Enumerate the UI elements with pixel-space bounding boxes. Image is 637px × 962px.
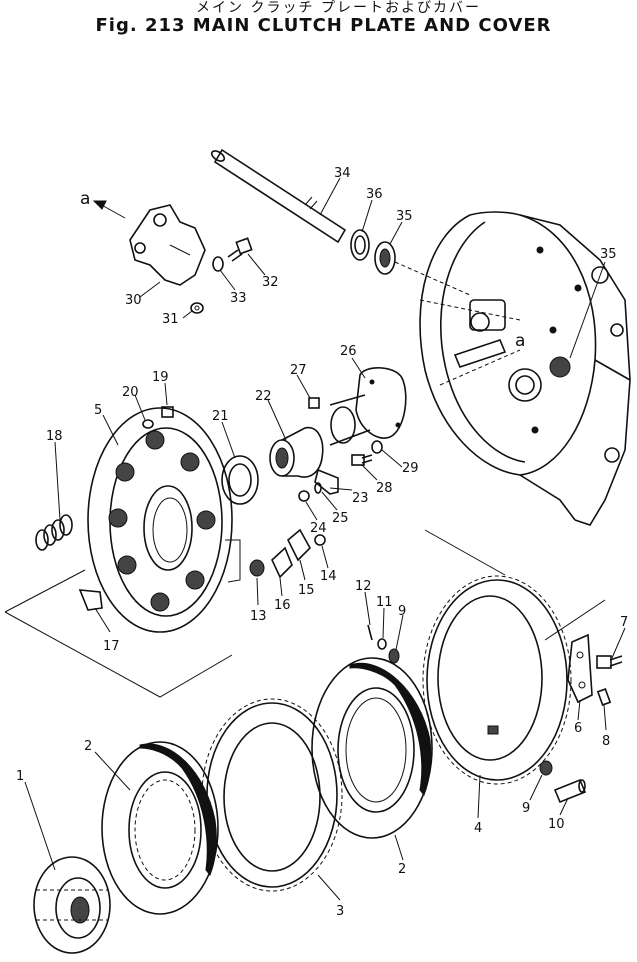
bolt-7 [596, 655, 623, 669]
label-12: 12 [355, 579, 372, 594]
bearing-21 [221, 455, 259, 505]
label-19: 19 [152, 370, 169, 385]
label-a-right: a [515, 331, 525, 351]
washer-33 [212, 256, 224, 272]
flywheel-housing [419, 211, 631, 526]
plate-16 [271, 546, 293, 579]
figure-title: Fig. 213 MAIN CLUTCH PLATE AND COVER [95, 15, 552, 36]
release-sleeve-22 [269, 426, 324, 478]
title-japanese: メイン クラッチ プレートおよびカバー [196, 0, 481, 16]
bearing-35-top [374, 241, 471, 296]
label-33: 33 [230, 291, 247, 306]
spring-18 [35, 514, 73, 551]
bolt-24 [298, 490, 310, 502]
bolt-32 [227, 237, 253, 262]
bolt-28 [351, 454, 373, 466]
shaft-34 [210, 148, 347, 244]
plate-23 [314, 468, 339, 495]
label-9-top: 9 [398, 604, 406, 619]
friction-plate-2-right [311, 657, 433, 839]
friction-plate-2-left [101, 741, 219, 915]
nut-9-bottom [539, 760, 553, 776]
label-10: 10 [548, 817, 565, 832]
pin-8 [596, 688, 612, 706]
label-14: 14 [320, 569, 337, 584]
yoke-30 [129, 204, 206, 286]
label-30: 30 [125, 293, 142, 308]
label-27: 27 [290, 363, 307, 378]
label-35-top: 35 [396, 209, 413, 224]
label-21: 21 [212, 409, 229, 424]
label-29: 29 [402, 461, 419, 476]
label-22: 22 [255, 389, 272, 404]
label-23: 23 [352, 491, 369, 506]
label-13: 13 [250, 609, 267, 624]
washer-20 [142, 419, 154, 429]
lever-6 [567, 633, 593, 704]
label-9-bottom: 9 [522, 801, 530, 816]
nut-13 [249, 559, 265, 577]
hub-1 [33, 856, 111, 954]
label-4: 4 [474, 821, 482, 836]
washer-25 [314, 482, 322, 494]
label-31: 31 [162, 312, 179, 327]
outline-bracket-upper [4, 569, 233, 698]
clutch-cover-5 [87, 407, 241, 633]
bolt-10 [553, 778, 587, 804]
label-36: 36 [366, 187, 383, 202]
washer-29 [371, 440, 383, 454]
label-8: 8 [602, 734, 610, 749]
label-34: 34 [334, 166, 351, 181]
bolt-27 [308, 397, 320, 409]
label-25: 25 [332, 511, 349, 526]
plate-15 [287, 528, 311, 562]
label-2-right: 2 [398, 862, 406, 877]
label-11: 11 [376, 595, 393, 610]
label-17: 17 [103, 639, 120, 654]
label-a-left: a [80, 189, 90, 209]
label-24: 24 [310, 521, 327, 536]
label-32: 32 [262, 275, 279, 290]
arrow-a-left [92, 200, 126, 219]
bolt-19 [161, 406, 174, 418]
label-20: 20 [122, 385, 139, 400]
label-15: 15 [298, 583, 315, 598]
label-5: 5 [94, 403, 102, 418]
nut-9-top [388, 648, 400, 664]
ring-gear-4 [422, 575, 572, 785]
label-35-right: 35 [600, 247, 617, 262]
pin-12 [367, 624, 373, 641]
bearing-housing-26 [329, 367, 407, 446]
label-26: 26 [340, 344, 357, 359]
label-2-left: 2 [84, 739, 92, 754]
washer-11 [377, 638, 387, 650]
washer-31 [190, 302, 204, 314]
label-18: 18 [46, 429, 63, 444]
label-1: 1 [16, 769, 24, 784]
label-3: 3 [336, 904, 344, 919]
outline-bracket-lower [424, 529, 606, 641]
bearing-36 [350, 229, 370, 261]
label-28: 28 [376, 481, 393, 496]
bolt-14 [314, 534, 326, 546]
label-6: 6 [574, 721, 582, 736]
label-16: 16 [274, 598, 291, 613]
leader-lines [24, 177, 626, 901]
bracket-17 [78, 589, 103, 611]
label-7: 7 [620, 615, 628, 630]
